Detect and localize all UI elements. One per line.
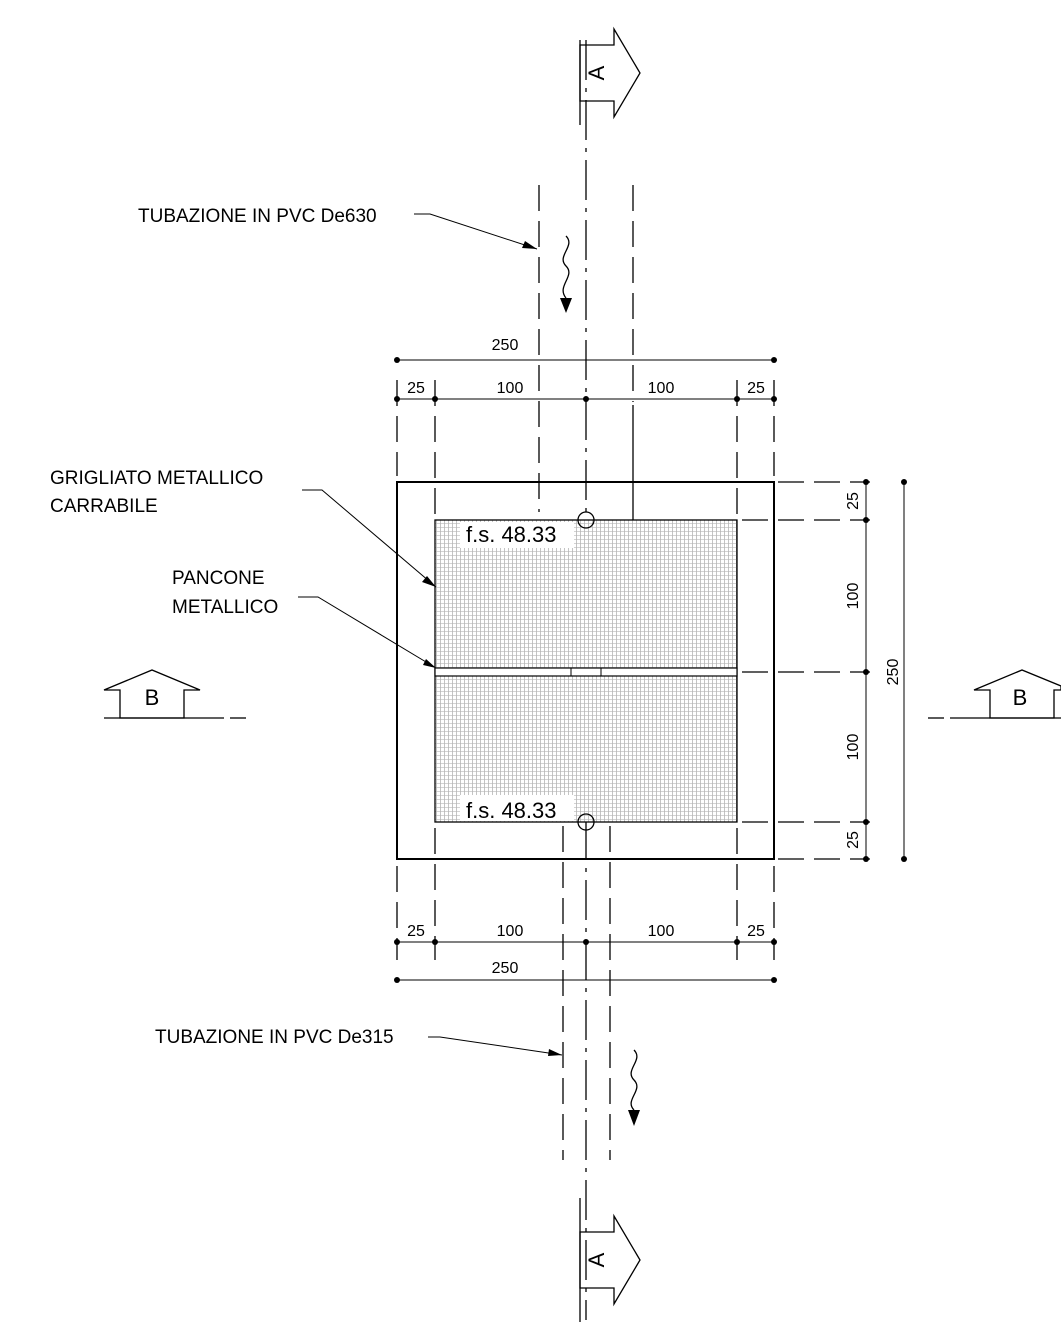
- pipe-opening-bottom: [577, 813, 595, 831]
- label-grate-line2: CARRABILE: [50, 496, 158, 517]
- dim-right-bottom-edge: 25: [845, 831, 862, 849]
- dim-bottom-right-edge: 25: [747, 923, 765, 940]
- dimension-right: 25 100 100 25 250: [845, 479, 907, 862]
- outlet-pipe: [562, 826, 611, 1160]
- annotation-grate: GRIGLIATO METALLICO CARRABILE: [50, 468, 437, 588]
- flow-arrow-inlet: [560, 235, 572, 313]
- label-pipe-in: TUBAZIONE IN PVC De630: [138, 206, 377, 227]
- section-marker-a-bottom: A: [579, 1198, 641, 1322]
- dim-top-total: 250: [492, 337, 519, 354]
- dimension-top: 250 25 100 100 25: [394, 337, 777, 402]
- dim-right-bottom-mid: 100: [845, 734, 862, 761]
- annotation-gate: PANCONE METALLICO: [172, 568, 437, 669]
- level-label-bottom: f.s. 48.33: [460, 795, 574, 823]
- label-grate-line1: GRIGLIATO METALLICO: [50, 468, 263, 489]
- flow-arrow-outlet: [628, 1049, 640, 1126]
- extension-lines-horizontal: [742, 481, 870, 860]
- section-marker-b-left: B: [103, 669, 246, 719]
- dimension-bottom: 25 100 100 25 250: [394, 923, 777, 983]
- dim-right-total: 250: [885, 659, 902, 686]
- section-label-a-top: A: [584, 65, 609, 80]
- dim-bottom-left-mid: 100: [497, 923, 524, 940]
- pipe-opening-top: [577, 511, 595, 529]
- annotation-pipe-out: TUBAZIONE IN PVC De315: [155, 1027, 563, 1056]
- dim-top-left-mid: 100: [497, 380, 524, 397]
- level-value-top: f.s. 48.33: [466, 522, 557, 547]
- section-label-b-right: B: [1013, 685, 1028, 710]
- steel-gate: [434, 667, 738, 677]
- dim-top-right-edge: 25: [747, 380, 765, 397]
- label-pipe-out: TUBAZIONE IN PVC De315: [155, 1027, 394, 1048]
- dim-right-top-edge: 25: [845, 492, 862, 510]
- label-gate-line1: PANCONE: [172, 568, 265, 589]
- inlet-pipe: [538, 185, 634, 520]
- dim-bottom-left-edge: 25: [407, 923, 425, 940]
- level-value-bottom: f.s. 48.33: [466, 798, 557, 823]
- section-marker-a-top: A: [579, 26, 641, 125]
- section-label-b-left: B: [145, 685, 160, 710]
- level-label-top: f.s. 48.33: [460, 522, 574, 548]
- annotation-pipe-in: TUBAZIONE IN PVC De630: [138, 206, 538, 250]
- dim-top-right-mid: 100: [648, 380, 675, 397]
- dim-bottom-right-mid: 100: [648, 923, 675, 940]
- dim-top-left-edge: 25: [407, 380, 425, 397]
- section-marker-b-right: B: [928, 669, 1061, 719]
- dim-right-top-mid: 100: [845, 583, 862, 610]
- section-label-a-bottom: A: [584, 1252, 609, 1267]
- chamber-outline: [396, 481, 775, 860]
- dim-bottom-total: 250: [492, 960, 519, 977]
- label-gate-line2: METALLICO: [172, 597, 278, 618]
